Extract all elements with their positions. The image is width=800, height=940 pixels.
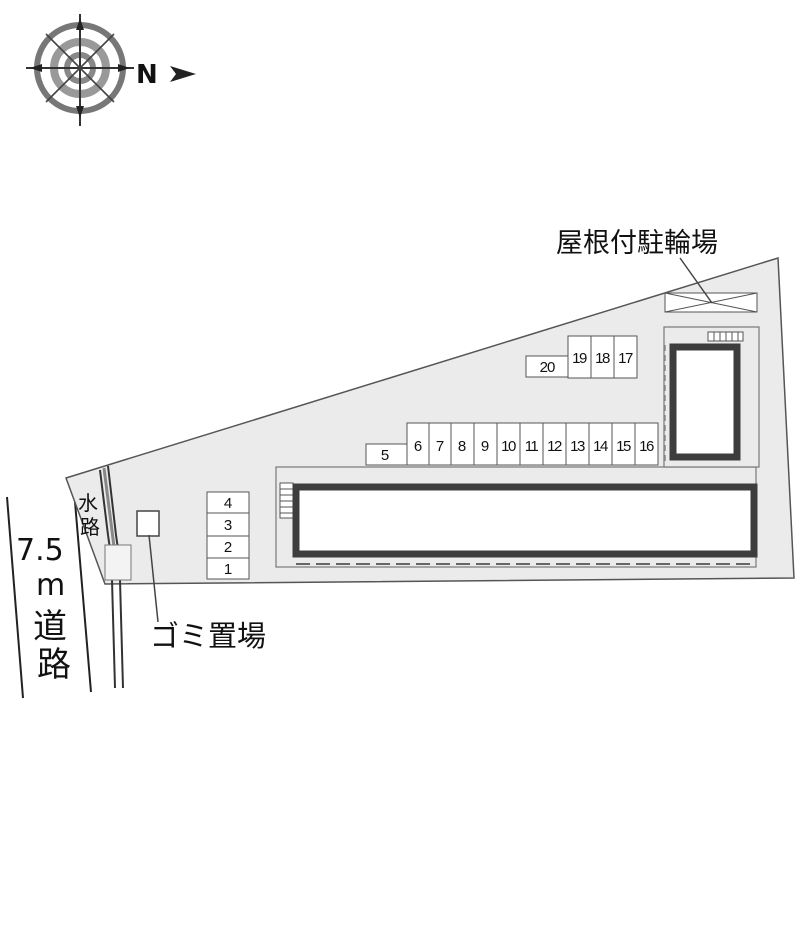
- garbage-leader-line: [148, 534, 159, 623]
- road-edge-left: [6, 496, 24, 699]
- bike-shelter-leader-line: [679, 257, 713, 304]
- road-edge-right: [72, 477, 92, 693]
- parking-num-5: 5: [381, 447, 389, 464]
- north-label: N: [136, 60, 158, 90]
- parking-num-2: 2: [224, 539, 232, 556]
- parking-num-10: 10: [501, 438, 516, 455]
- parking-space-16: [634, 422, 659, 466]
- parking-space-1: [206, 557, 250, 580]
- parking-num-3: 3: [224, 517, 232, 534]
- bike-shelter-label: 屋根付駐輪場: [556, 228, 718, 259]
- parking-middle-row: 6 7 8 9 10 11 12 13 14 15 16: [406, 422, 659, 466]
- main-building: [292, 483, 758, 558]
- road-char-1: 道: [33, 607, 67, 647]
- parking-num-12: 12: [547, 438, 562, 455]
- road-width-label: 7.5: [16, 533, 64, 568]
- garbage-label: ゴミ置場: [150, 619, 266, 653]
- parking-num-13: 13: [570, 438, 585, 455]
- parking-num-19: 19: [572, 350, 587, 367]
- parking-num-20: 20: [540, 359, 555, 376]
- parking-num-16: 16: [639, 438, 654, 455]
- road-unit-label: m: [36, 568, 65, 603]
- parking-left-column: 4 3 2 1: [206, 491, 250, 580]
- waterway-char-2: 路: [80, 515, 100, 539]
- parking-num-7: 7: [436, 438, 444, 455]
- waterway-crossing: [104, 544, 132, 581]
- parking-num-11: 11: [525, 438, 539, 455]
- stairs-treads: [280, 488, 293, 514]
- garbage-area: [136, 510, 160, 537]
- parking-num-14: 14: [593, 438, 608, 455]
- waterway-char-1: 水: [78, 491, 98, 515]
- parking-num-15: 15: [616, 438, 631, 455]
- parking-num-17: 17: [618, 350, 633, 367]
- parking-num-9: 9: [481, 438, 489, 455]
- upper-building: [669, 343, 741, 461]
- parking-top-row: 20 19 18 17: [525, 335, 638, 379]
- parking-num-18: 18: [595, 350, 610, 367]
- parking-space-17: [613, 335, 638, 379]
- parking-num-8: 8: [458, 438, 466, 455]
- compass-rose-icon: [26, 14, 134, 126]
- upper-stairs-treads: [713, 332, 739, 341]
- parking-num-1: 1: [224, 561, 232, 578]
- north-arrow-icon: [170, 66, 196, 82]
- parking-num-6: 6: [414, 438, 422, 455]
- parking-num-4: 4: [224, 495, 232, 512]
- road-char-2: 路: [37, 645, 71, 685]
